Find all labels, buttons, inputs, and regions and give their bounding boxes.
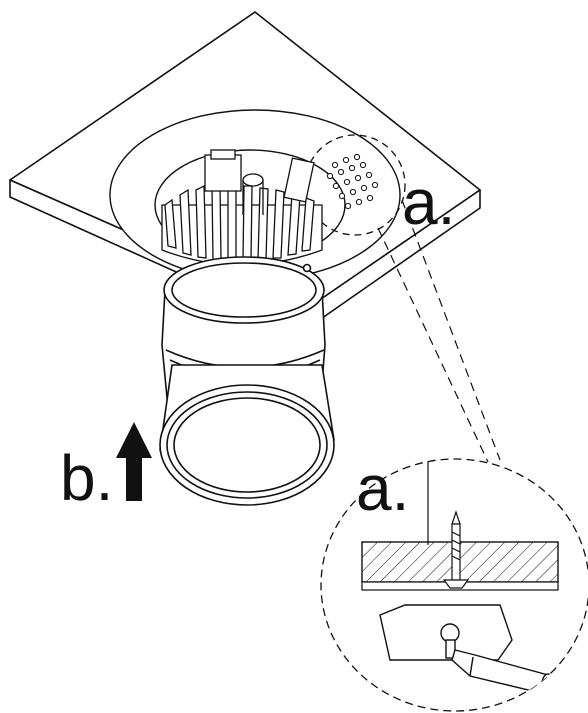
- detail-circle-inset: [320, 458, 588, 712]
- perforation-holes: [326, 153, 379, 210]
- direction-marker: b.: [60, 442, 113, 514]
- inset-detail: [361, 459, 559, 695]
- detail-marker-inset: a.: [356, 452, 409, 524]
- detail-leader-lines: [377, 199, 501, 463]
- reflector-cone: [159, 364, 335, 506]
- up-arrow-icon: [116, 422, 152, 501]
- heat-sink: [161, 149, 323, 266]
- detail-marker-top: a.: [402, 166, 455, 238]
- screw-icon: [442, 510, 470, 589]
